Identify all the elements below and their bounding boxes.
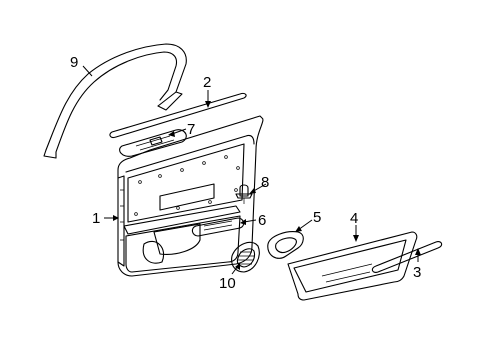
speaker-grille-part: [231, 241, 260, 273]
door-trim-panel-part: [117, 115, 264, 277]
weatherstrip-part: [43, 43, 187, 159]
handle-bezel-part: [119, 129, 187, 157]
callout-7: 7: [187, 121, 195, 138]
lower-insert-part: [287, 231, 418, 301]
leader-lines: [82, 65, 421, 275]
callout-1: 1: [92, 210, 100, 227]
handle-housing-part: [267, 231, 304, 259]
switch-bezel-part: [191, 217, 245, 237]
lower-molding-part: [371, 241, 443, 273]
callout-2: 2: [203, 74, 211, 91]
belt-molding-part: [109, 92, 247, 138]
callout-labels: 9 2 7 8 1 6 5 4 3 10: [70, 54, 421, 292]
callout-10: 10: [219, 275, 236, 292]
callout-4: 4: [350, 210, 358, 227]
callout-8: 8: [261, 174, 269, 191]
callout-6: 6: [258, 212, 266, 229]
clip-part: [235, 184, 253, 204]
panel-fastener-holes: [134, 155, 240, 216]
callout-9: 9: [70, 54, 78, 71]
callout-5: 5: [313, 209, 321, 226]
callout-3: 3: [413, 264, 421, 281]
